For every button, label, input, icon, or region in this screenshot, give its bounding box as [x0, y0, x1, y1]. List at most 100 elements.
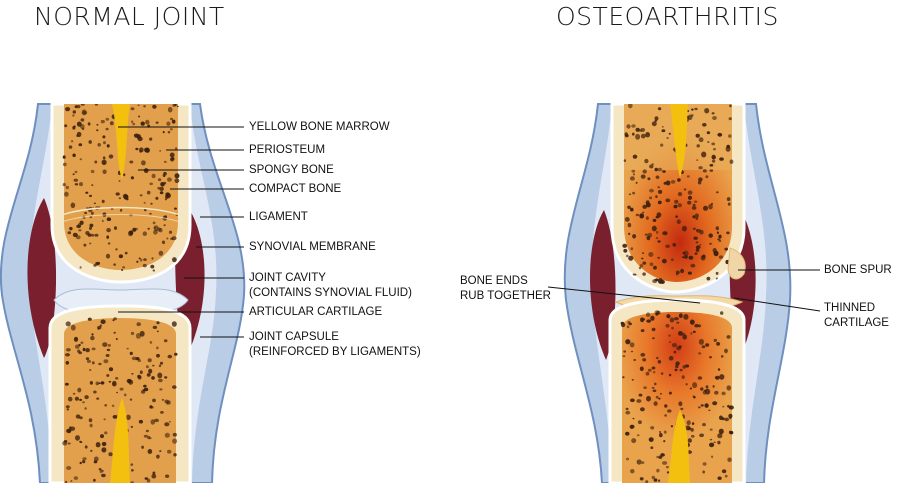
bone-pore	[137, 375, 142, 380]
bone-pore	[168, 230, 173, 234]
bone-pore	[131, 356, 137, 361]
bone-pore	[654, 382, 657, 386]
bone-pore	[100, 381, 105, 385]
bone-pore	[93, 202, 96, 205]
bone-pore	[147, 227, 150, 230]
bone-pore	[652, 371, 656, 374]
bone-pore	[701, 151, 707, 158]
bone-pore	[640, 352, 646, 357]
label-bone-spur: BONE SPUR	[824, 264, 892, 276]
bone-pore	[62, 155, 66, 159]
bone-pore	[105, 354, 110, 357]
bone-pore	[698, 166, 703, 170]
bone-pore	[164, 399, 169, 404]
bone-pore	[105, 117, 110, 121]
bone-pore	[170, 157, 175, 162]
bone-pore	[158, 364, 162, 368]
bone-pore	[80, 104, 85, 106]
bone-pore	[718, 255, 724, 259]
bone-pore	[673, 204, 678, 209]
bone-pore	[85, 231, 90, 235]
bone-pore	[82, 347, 86, 352]
bone-pore	[137, 136, 143, 142]
bone-pore	[622, 355, 626, 358]
bone-pore	[715, 375, 720, 380]
label-thinned-line2: CARTILAGE	[824, 317, 889, 329]
bone-pore	[91, 333, 94, 336]
label-synovial-membrane: SYNOVIAL MEMBRANE	[249, 241, 376, 253]
bone-pore	[658, 397, 661, 400]
bone-pore	[626, 457, 629, 461]
bone-pore	[717, 440, 721, 445]
bone-pore	[639, 213, 645, 219]
bone-pore	[648, 437, 654, 442]
bone-pore	[652, 389, 657, 393]
bone-pore	[151, 257, 154, 260]
bone-pore	[654, 167, 658, 172]
bone-pore	[72, 392, 76, 395]
bone-pore	[82, 460, 86, 464]
bone-pore	[704, 403, 709, 408]
bone-pore	[708, 204, 713, 210]
bone-pore	[146, 373, 151, 377]
bone-pore	[160, 411, 164, 414]
bone-pore	[728, 430, 733, 434]
bone-pore	[101, 159, 107, 166]
osteoarthritis-title: OSTEOARTHRITIS	[556, 2, 779, 31]
bone-pore	[156, 353, 160, 358]
bone-pore	[623, 248, 628, 253]
bone-pore	[151, 376, 155, 380]
bone-pore	[65, 382, 69, 386]
bone-pore	[625, 339, 631, 345]
bone-pore	[112, 415, 118, 419]
oa-yellow-marrow	[670, 104, 688, 178]
bone-pore	[78, 229, 82, 232]
bone-pore	[96, 397, 100, 400]
bone-pore	[654, 120, 657, 122]
bone-pore	[665, 198, 671, 203]
bone-pore	[654, 310, 660, 315]
bone-pore	[645, 200, 650, 205]
bone-pore	[646, 319, 652, 323]
bone-pore	[628, 193, 632, 196]
bone-pore	[138, 257, 141, 260]
bone-pore	[636, 399, 642, 403]
bone-pore	[65, 361, 70, 365]
bone-pore	[139, 194, 143, 197]
bone-pore	[712, 116, 717, 120]
bone-pore	[641, 257, 644, 260]
bone-pore	[622, 243, 628, 248]
bone-pore	[685, 425, 691, 431]
bone-pore	[706, 131, 711, 135]
bone-pore	[167, 106, 173, 113]
bone-pore	[633, 359, 636, 361]
bone-pore	[669, 317, 675, 323]
bone-pore	[72, 153, 76, 158]
bone-pore	[628, 104, 633, 109]
bone-pore	[696, 144, 700, 148]
bone-pore	[62, 162, 67, 167]
bone-pore	[674, 368, 678, 372]
bone-pore	[668, 334, 671, 337]
bone-pore	[631, 379, 634, 381]
bone-pore	[652, 218, 657, 222]
bone-pore	[691, 206, 697, 210]
bone-pore	[74, 183, 79, 186]
bone-pore	[151, 474, 157, 479]
bone-pore	[692, 330, 696, 333]
bone-pore	[715, 226, 719, 231]
bone-pore	[82, 401, 85, 404]
bone-pore	[641, 461, 645, 464]
bone-pore	[668, 132, 671, 135]
bone-pore	[645, 312, 651, 318]
bone-pore	[76, 131, 82, 137]
bone-pore	[93, 264, 97, 267]
label-thinned-line1: THINNED	[824, 302, 876, 314]
bone-pore	[691, 114, 694, 117]
bone-pore	[655, 230, 659, 234]
oa-upper-bone	[610, 102, 746, 294]
bone-pore	[724, 247, 728, 251]
bone-pore	[708, 409, 711, 412]
bone-pore	[131, 373, 134, 375]
